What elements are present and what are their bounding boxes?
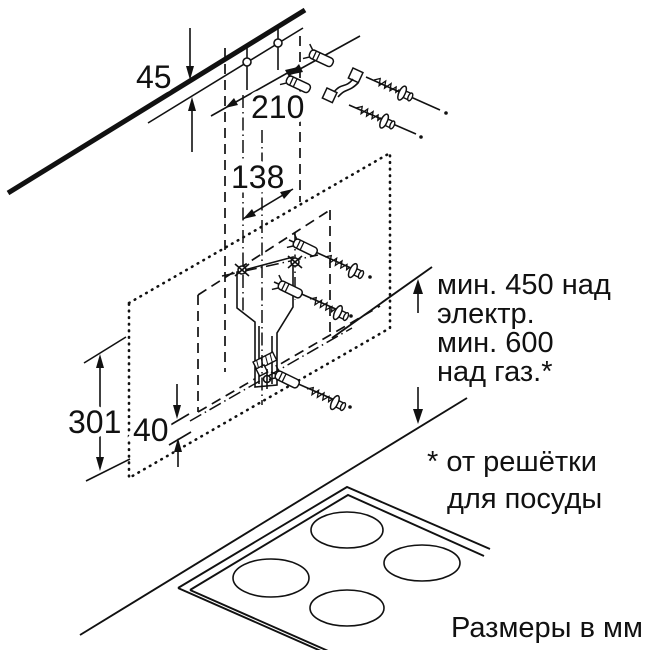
dim-210 — [210, 66, 299, 117]
dim-138 — [242, 188, 294, 220]
bracket-drill-holes — [234, 255, 303, 389]
cooktop — [177, 485, 491, 650]
mounting-bracket — [236, 255, 294, 388]
footnote: * от решётки для посуды — [427, 446, 602, 515]
dim-301 — [83, 336, 131, 482]
hood-outline-dotted — [127, 150, 392, 481]
hood-bottom-level-line — [331, 266, 433, 339]
screw-icon — [352, 100, 398, 134]
burner — [232, 558, 310, 598]
units-note: Размеры в мм — [451, 612, 643, 644]
mounting-clamp-icon — [321, 67, 364, 104]
cooktop-level-line — [79, 397, 468, 636]
clearance-note-line2: электр. — [437, 298, 535, 330]
clearance-note: мин. 450 над электр. мин. 600 над газ.* — [437, 269, 611, 388]
anchor-screw-set-lower — [268, 364, 352, 415]
clearance-note-line1: мин. 450 над — [437, 269, 611, 301]
anchor-screw-set-middle — [271, 274, 353, 325]
dim-210-label: 210 — [251, 89, 304, 125]
anchor-screw-set-upper — [286, 232, 372, 283]
footnote-line1: * от решётки — [427, 446, 597, 478]
upper-drill-holes — [242, 29, 283, 90]
dim-45-label: 45 — [136, 59, 172, 95]
dim-40-label: 40 — [133, 412, 169, 448]
mounting-hardware-top — [279, 35, 448, 139]
burner — [383, 544, 461, 582]
clearance-dimension — [413, 279, 423, 424]
dim-138-label: 138 — [231, 159, 284, 195]
burner — [309, 589, 385, 627]
burner — [310, 511, 384, 549]
clearance-note-line3: мин. 600 — [437, 327, 554, 359]
clearance-note-line4: над газ.* — [437, 356, 553, 388]
bracket-foot — [255, 363, 269, 378]
dim-40 — [166, 384, 192, 467]
footnote-line2: для посуды — [447, 483, 602, 515]
dim-301-label: 301 — [68, 404, 121, 440]
ceiling-edge-line — [6, 7, 307, 196]
dim-45 — [186, 28, 196, 152]
wall-anchor-icon — [302, 43, 337, 72]
screw-icon — [370, 72, 416, 106]
chimney-outline-dashed — [197, 36, 381, 413]
